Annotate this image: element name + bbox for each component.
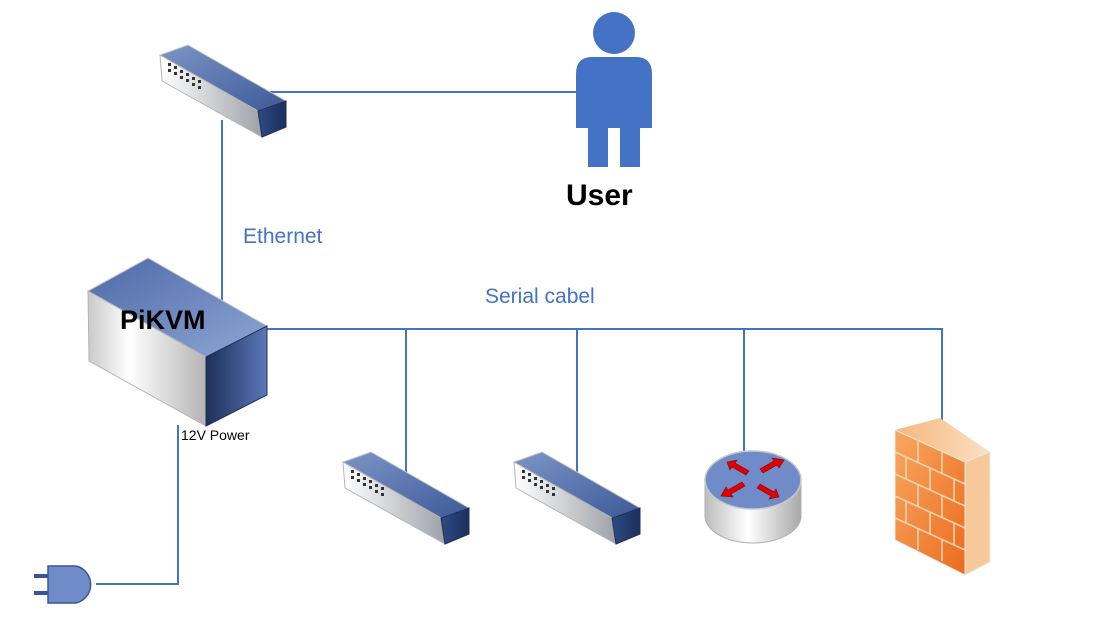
person-icon bbox=[576, 12, 652, 167]
server-box-icon bbox=[86, 257, 269, 427]
network-switch-icon bbox=[158, 44, 288, 138]
pikvm-label: PiKVM bbox=[120, 305, 206, 335]
user-label: User bbox=[566, 179, 633, 212]
serial-link bbox=[262, 328, 943, 472]
firewall-icon bbox=[894, 418, 991, 576]
power-plug-icon bbox=[34, 565, 92, 604]
power-label: 12V Power bbox=[181, 427, 250, 443]
network-switch-icon bbox=[341, 451, 471, 545]
power-link bbox=[96, 425, 179, 585]
network-switch-icon bbox=[512, 451, 642, 545]
ethernet-label: Ethernet bbox=[243, 225, 323, 248]
router-icon bbox=[704, 450, 802, 544]
ethernet-link bbox=[221, 91, 580, 300]
serial-cable-label: Serial cabel bbox=[485, 285, 595, 308]
